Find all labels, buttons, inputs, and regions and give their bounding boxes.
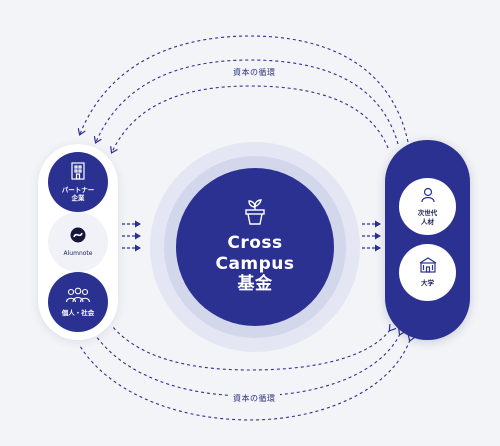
top-arc-inner bbox=[112, 85, 389, 152]
individual-society-label: 個人・社会 bbox=[61, 308, 95, 317]
university-icon bbox=[419, 257, 437, 277]
alumnote-label: Alumnote bbox=[63, 249, 93, 257]
fund-name-line3: 基金 bbox=[237, 274, 273, 295]
building-icon bbox=[70, 162, 86, 184]
left-inflow-arrows bbox=[122, 220, 141, 252]
people-icon bbox=[65, 287, 91, 307]
top-arc-outer bbox=[80, 35, 409, 143]
fund-name-line1: Cross bbox=[227, 232, 283, 253]
plant-pot-icon bbox=[243, 199, 267, 229]
next-generation-talent-label: 次世代人材 bbox=[417, 209, 438, 226]
top-arc-middle bbox=[96, 59, 399, 145]
top-cycle-arcs bbox=[80, 35, 409, 152]
right-outflow-arrows bbox=[362, 220, 381, 252]
university-label: 大学 bbox=[421, 279, 434, 288]
alumnote-logo bbox=[70, 227, 86, 247]
person-icon bbox=[420, 187, 435, 207]
partner-company-label: パートナー企業 bbox=[61, 185, 95, 202]
alumnote-node: Alumnote bbox=[48, 212, 108, 272]
next-generation-talent-node: 次世代人材 bbox=[399, 178, 456, 235]
beneficiary-column: 次世代人材 大学 bbox=[385, 140, 470, 340]
individual-society-node: 個人・社会 bbox=[48, 272, 108, 332]
cross-campus-fund: Cross Campus 基金 bbox=[176, 168, 334, 326]
fund-name-line2: Campus bbox=[215, 253, 295, 274]
source-column: パートナー企業 Alumnote 個人・社会 bbox=[38, 144, 118, 340]
partner-company-node: パートナー企業 bbox=[48, 152, 108, 212]
flow-label-top: 資本の循環 bbox=[229, 67, 280, 78]
university-node: 大学 bbox=[399, 244, 456, 301]
flow-label-bottom: 資本の循環 bbox=[229, 393, 280, 404]
